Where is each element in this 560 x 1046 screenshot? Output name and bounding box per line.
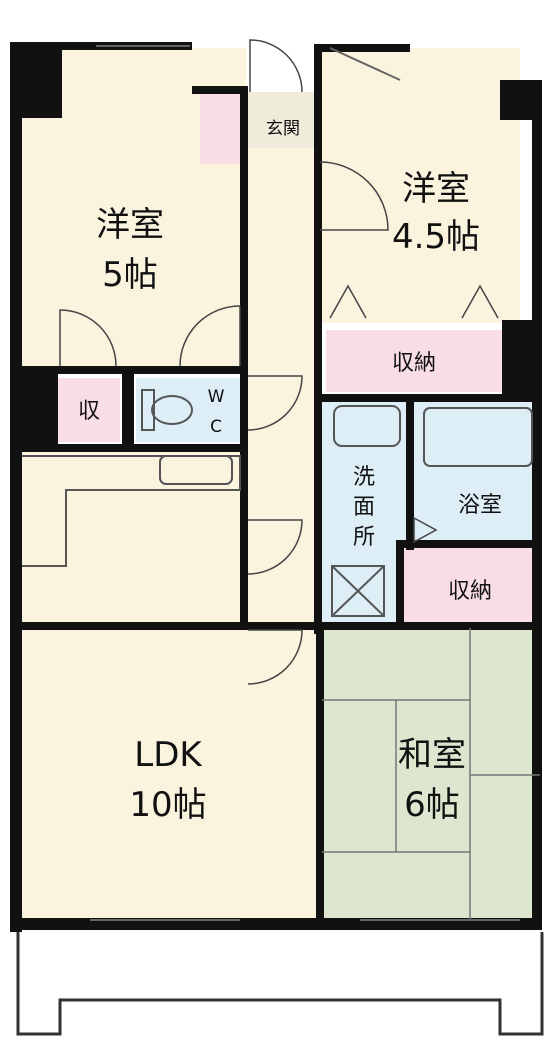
- closet-pink: [200, 92, 240, 164]
- washbasin-icon: [333, 405, 401, 447]
- fixtures: [22, 389, 533, 617]
- washroom-label-3: 所: [353, 525, 375, 550]
- storage-top-floor: [326, 330, 502, 392]
- wall-storage-left: [396, 540, 404, 628]
- wall-wet-top: [320, 394, 540, 402]
- wall-top-left-corner: [10, 42, 62, 118]
- entrance-door-icon: [249, 39, 303, 93]
- wall-wc-divider: [122, 374, 134, 446]
- western-5-size: 5帖: [102, 255, 158, 295]
- hall-floor: [246, 148, 322, 628]
- japanese-room-size: 6帖: [404, 785, 460, 825]
- tatami-lines: [322, 628, 540, 920]
- wall-kitchen-bottom: [22, 622, 320, 630]
- wall-right-block: [502, 320, 540, 396]
- wall-right: [532, 80, 542, 930]
- closet-door-left-icon: [329, 284, 367, 319]
- storage-top-label: 収納: [392, 351, 436, 376]
- storage-small-floor: [58, 378, 120, 442]
- wall-top-right: [320, 44, 410, 52]
- western-5-name: 洋室: [96, 205, 164, 245]
- kitchen-floor: [22, 452, 246, 624]
- wc-bottom-label: C: [210, 417, 222, 437]
- western-45-size: 4.5帖: [392, 217, 480, 257]
- wall-wet-divider: [406, 400, 414, 550]
- toilet-bowl-icon: [151, 395, 193, 425]
- washer-pan-icon: [331, 565, 385, 617]
- bathtub-icon: [423, 407, 533, 467]
- bedroom5-door2-icon: [179, 305, 241, 367]
- wc-top-label: W: [208, 387, 225, 407]
- wall-japanese-top: [320, 622, 540, 630]
- balcony: [16, 932, 544, 1036]
- ldk-size: 10帖: [129, 785, 206, 825]
- ldk-name: LDK: [134, 735, 203, 775]
- wall-top-middle: [192, 86, 248, 94]
- kitchen-door-icon: [247, 519, 303, 575]
- wall-bedroom-right: [240, 90, 248, 630]
- wall-ldk-right: [316, 628, 324, 928]
- bedroom45-door-icon: [319, 161, 389, 231]
- wall-hall-right: [314, 44, 322, 634]
- bath-door-icon: [413, 516, 438, 544]
- floors: [22, 48, 540, 920]
- bedroom5-door-icon: [59, 309, 117, 367]
- storage-bottom-floor: [402, 548, 540, 624]
- entrance-floor: [246, 92, 320, 148]
- storage-bottom-label: 収納: [448, 579, 492, 604]
- western-45-name: 洋室: [402, 169, 470, 209]
- western-45-floor: [320, 48, 520, 323]
- washroom-label-1: 洗: [353, 465, 375, 490]
- bathroom-floor: [412, 400, 540, 542]
- windows: [90, 45, 520, 921]
- ldk-door-icon: [247, 629, 303, 685]
- japanese-room-floor: [322, 628, 540, 920]
- wall-bedroom-bottom: [22, 366, 246, 374]
- wall-left: [10, 42, 22, 932]
- closet-door-right-icon: [461, 284, 499, 319]
- washroom-label-2: 面: [353, 495, 375, 520]
- ldk-floor: [22, 628, 320, 920]
- wc-door-icon: [247, 375, 303, 431]
- wall-mid-left-block: [10, 368, 58, 448]
- storage-small-label: 収: [78, 399, 100, 424]
- wall-wc-bottom: [22, 444, 246, 452]
- toilet-tank-icon: [141, 389, 155, 431]
- entrance-label: 玄関: [266, 119, 300, 139]
- door-swings: [59, 39, 499, 685]
- japanese-room-name: 和室: [398, 735, 466, 775]
- wall-bath-bottom: [400, 540, 540, 548]
- kitchen-counter-icon: [22, 455, 241, 567]
- bathroom-label: 浴室: [458, 493, 502, 518]
